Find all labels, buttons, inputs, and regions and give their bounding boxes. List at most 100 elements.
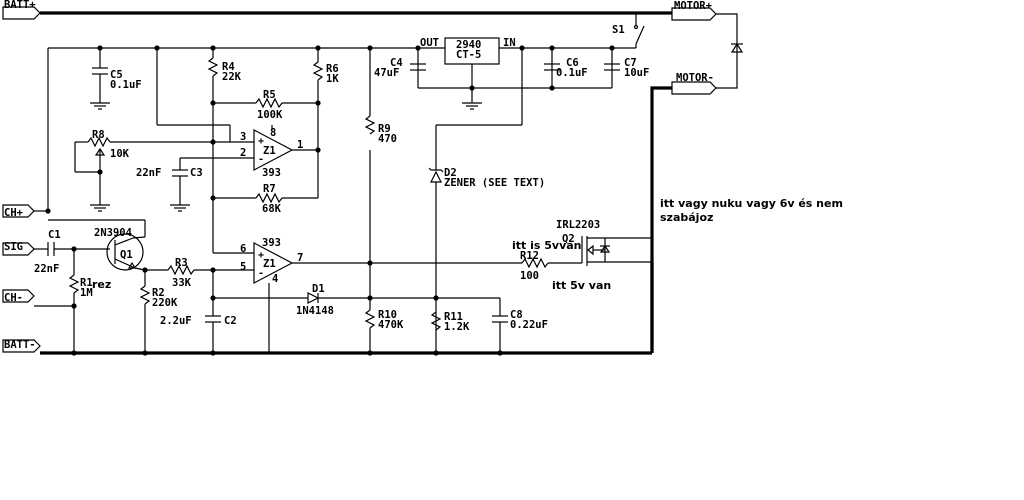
zener-d2: D2 ZENER (SEE TEXT) (428, 167, 545, 189)
note-itt-is: itt is 5vvan (512, 239, 582, 252)
resistor-r9: R9 470 (364, 115, 397, 145)
c5-value-label: 0.1uF (110, 79, 142, 91)
z1-part-label: 393 (262, 167, 281, 179)
resistor-r2: R2 220K (139, 267, 178, 356)
z1-name-label: Z1 (263, 258, 276, 270)
resistor-r3: R3 33K (145, 257, 254, 289)
batt-minus-label: BATT- (4, 339, 36, 351)
resistor-r4: R4 22K (207, 48, 242, 142)
resistor-r12: R12 100 (520, 250, 582, 282)
sig-label: SIG (4, 241, 23, 253)
r4-name-label: R4 (222, 61, 235, 73)
r10-value-label: 470K (378, 319, 404, 331)
potentiometer-r8: R8 10K (74, 48, 254, 212)
z1b-pin-plus-label: 6 (240, 243, 246, 255)
z1b-pin-out-label: 7 (297, 252, 303, 264)
c5-name-label: C5 (110, 69, 123, 81)
c6-name-label: C6 (566, 57, 579, 69)
port-labels: BATT+ BATT- CH+ SIG CH- MOTOR+ MOTOR- (4, 0, 714, 351)
ch-plus-port (2, 204, 35, 218)
c1-name-label: C1 (48, 229, 61, 241)
r12-value-label: 100 (520, 270, 539, 282)
z1a-pin-out-label: 1 (297, 139, 303, 151)
r7-name-label: R7 (263, 183, 276, 195)
c2-value-label: 2.2uF (160, 315, 192, 327)
batt-plus-port (2, 6, 41, 20)
r8-name-label: R8 (92, 129, 105, 141)
resistor-r1: R1 1M rez (34, 249, 111, 356)
r5-value-label: 100K (257, 109, 283, 121)
r11-name-label: R11 (444, 311, 463, 323)
r6-value-label: 1K (326, 73, 339, 85)
z1a-pin-plus-label: 3 (240, 131, 246, 143)
r9-value-label: 470 (378, 133, 397, 145)
r8-value-label: 10K (110, 148, 130, 160)
r2-value-label: 220K (152, 297, 178, 309)
c2-name-label: C2 (224, 315, 237, 327)
resistor-r7: R7 68K (210, 142, 318, 253)
cap-c7: C7 10uF (604, 57, 649, 79)
cap-c8: C8 0.22uF (492, 298, 548, 356)
z1a-pin-supply-label: 8 (270, 127, 276, 139)
batt-plus-label: BATT+ (4, 0, 36, 11)
r12-name-label: R12 (520, 250, 539, 262)
cap-c4: C4 47uF (374, 57, 426, 79)
power-rails (40, 11, 672, 355)
d1-part-label: 1N4148 (296, 305, 334, 317)
d2-name-label: D2 (444, 167, 457, 179)
svg-text:+: + (258, 136, 264, 147)
regulator-2940: 2940 CT-5 OUT IN (420, 37, 516, 110)
resistor-r11: R11 1.2K (430, 311, 470, 356)
c4-value-label: 47uF (374, 67, 399, 79)
r1-value-label: 1M (80, 287, 93, 299)
c1-value-label: 22nF (34, 263, 59, 275)
c8-name-label: C8 (510, 309, 523, 321)
sig-port (2, 242, 35, 256)
c6-value-label: 0.1uF (556, 67, 588, 79)
z1-name-label: Z1 (263, 145, 276, 157)
input-stage: C1 22nF (34, 208, 146, 275)
regulator-out-label: OUT (420, 37, 439, 49)
regulator-in-label: IN (503, 37, 516, 49)
svg-text:-: - (258, 154, 264, 165)
q2-name-label: Q2 (562, 233, 575, 245)
ch-plus-label: CH+ (4, 207, 23, 219)
c3-name-label: C3 (190, 167, 203, 179)
r3-name-label: R3 (175, 257, 188, 269)
z1b-pin-gnd-label: 4 (272, 273, 278, 285)
q2-part-label: IRL2203 (556, 219, 600, 231)
annotations: itt is 5vvan itt 5v van itt vagy nuku va… (512, 197, 843, 292)
note-itt-vagy-line2: szabájoz (660, 211, 713, 224)
c4-name-label: C4 (390, 57, 403, 69)
z1-part-label: 393 (262, 237, 281, 249)
regulator-package: CT-5 (456, 49, 481, 61)
motor-plus-label: MOTOR+ (674, 0, 712, 12)
regulator-part: 2940 (456, 39, 481, 51)
batt-minus-port (2, 339, 41, 353)
r2-name-label: R2 (152, 287, 165, 299)
note-itt-5v: itt 5v van (552, 279, 611, 292)
motor-minus-port (671, 81, 717, 95)
cap-c2: 2.2uF C2 (160, 270, 237, 356)
r6-name-label: R6 (326, 63, 339, 75)
note-itt-vagy-line1: itt vagy nuku vagy 6v és nem (660, 197, 843, 210)
r9-name-label: R9 (378, 123, 391, 135)
motor-plus-port (671, 7, 717, 21)
ch-minus-label: CH- (4, 292, 23, 304)
motor-diode (716, 13, 744, 89)
cap-c3: 22nF C3 (136, 157, 254, 212)
q1-part-label: 2N3904 (94, 227, 132, 239)
comparator-z1a: + - Z1 3 2 8 1 393 (240, 125, 321, 179)
transistor-q1: 2N3904 Q1 (94, 227, 146, 271)
resistor-r10: R10 470K (364, 309, 404, 356)
s1-label: S1 (612, 24, 625, 36)
note-rez: rez (92, 278, 111, 291)
svg-text:-: - (258, 268, 264, 279)
r11-value-label: 1.2K (444, 321, 470, 333)
c3-value-label: 22nF (136, 167, 161, 179)
r10-name-label: R10 (378, 309, 397, 321)
q1-name-label: Q1 (120, 249, 133, 261)
svg-text:+: + (258, 250, 264, 261)
ch-minus-port (2, 289, 35, 303)
